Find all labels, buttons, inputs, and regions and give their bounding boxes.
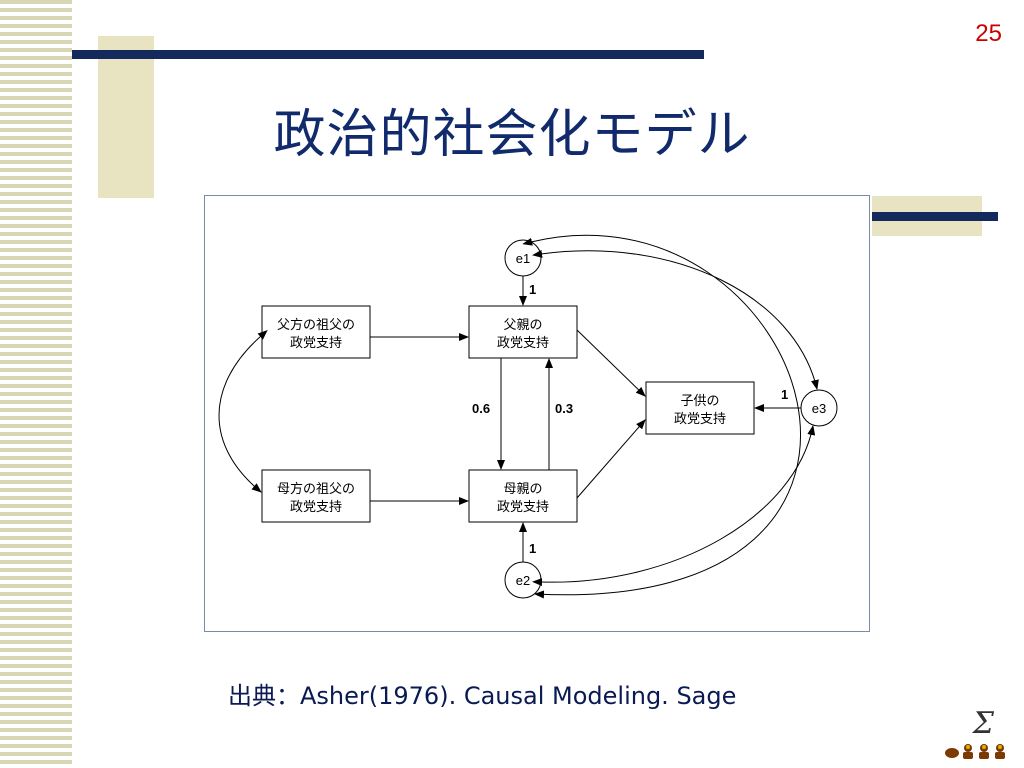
node-box-paternal-grandfather: [261, 305, 371, 359]
sigma-logo-icon: Σ: [972, 706, 994, 741]
node-label-pgf-line2: 政党支持: [290, 336, 342, 351]
error-label-e2: e2: [516, 573, 530, 588]
node-label-child-line1: 子供の: [680, 394, 719, 409]
decor-bar-right: [872, 212, 998, 221]
node-label-father-line2: 政党支持: [497, 336, 549, 351]
covariance-e1-e2: [522, 234, 801, 599]
slide-number: 25: [975, 20, 1002, 47]
error-label-e3: e3: [812, 401, 826, 416]
coef-e2-mother: 1: [529, 541, 536, 556]
coef-e3-child: 1: [781, 387, 788, 402]
coef-father-mother: 0.6: [472, 401, 490, 416]
covariance-pgf-mgf: [218, 330, 268, 493]
node-label-mother-line2: 政党支持: [497, 500, 549, 515]
logo-figures-icon: [945, 744, 1005, 759]
node-label-father-line1: 父親の: [503, 318, 542, 333]
slide-title: 政治的社会化モデル: [273, 105, 751, 165]
coef-e1-father: 1: [529, 282, 536, 297]
decor-bar-top: [72, 50, 704, 59]
decor-block-top: [98, 36, 154, 198]
covariance-e2-e3: [532, 425, 816, 587]
covariance-e1-e3: [532, 249, 819, 390]
source-citation: 出典：Asher(1976). Causal Modeling. Sage: [228, 682, 737, 710]
node-label-child-line2: 政党支持: [674, 412, 726, 427]
left-stripe-decoration: [0, 0, 72, 768]
path-diagram: 父方の祖父の 政党支持 母方の祖父の 政党支持 父親の 政党支持 母親の 政党支…: [218, 234, 838, 599]
node-label-mgf-line1: 母方の祖父の: [277, 481, 355, 497]
node-label-mother-line1: 母親の: [503, 482, 542, 497]
path-diagram-frame: 父方の祖父の 政党支持 母方の祖父の 政党支持 父親の 政党支持 母親の 政党支…: [204, 195, 870, 632]
error-label-e1: e1: [516, 251, 530, 266]
node-box-maternal-grandfather: [261, 469, 371, 523]
coef-mother-father: 0.3: [555, 401, 573, 416]
node-label-mgf-line2: 政党支持: [290, 500, 342, 515]
arrow-mother-to-child: [576, 419, 646, 499]
arrow-father-to-child: [576, 329, 646, 397]
node-label-pgf-line1: 父方の祖父の: [277, 317, 355, 333]
